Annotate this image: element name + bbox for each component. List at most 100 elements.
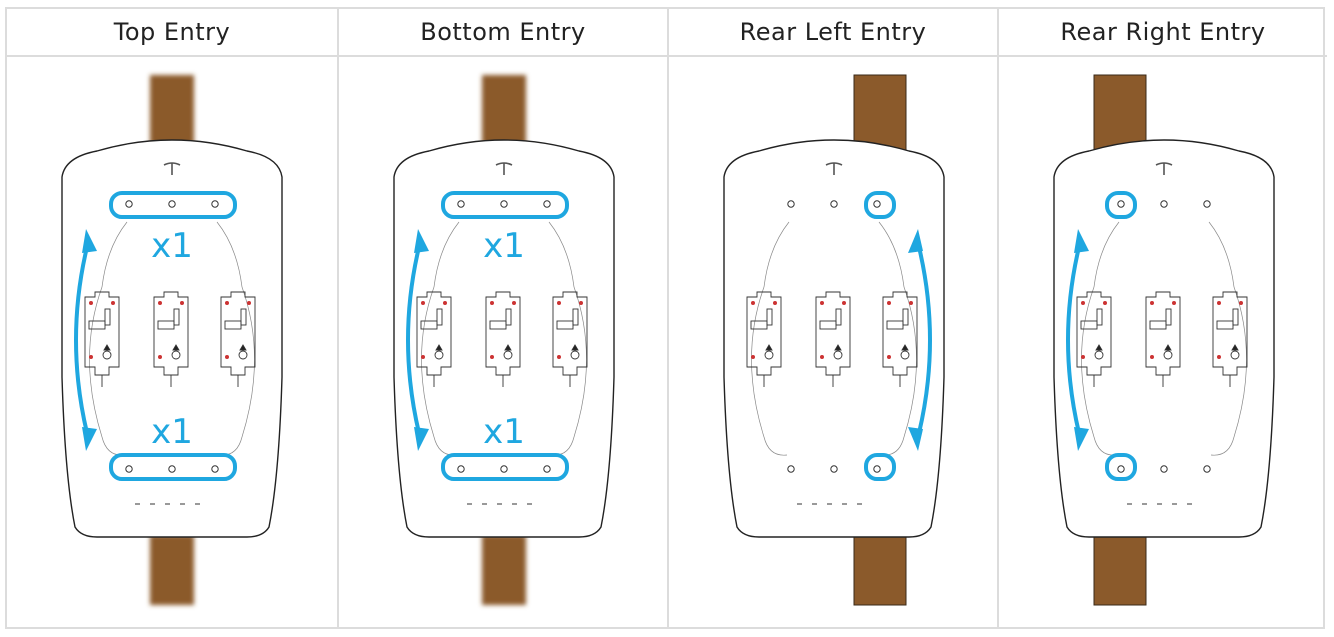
brand-mark xyxy=(527,503,532,505)
guide-line xyxy=(878,221,905,288)
guide-line xyxy=(1208,221,1235,288)
panel-title: Top Entry xyxy=(7,9,337,57)
brand-mark xyxy=(467,503,472,505)
arrowhead-down-icon xyxy=(414,427,429,451)
mounting-hole xyxy=(873,200,881,208)
brand-mark xyxy=(512,503,517,505)
mounting-bracket xyxy=(723,139,945,538)
mounting-hole xyxy=(168,200,176,208)
highlight-bar-bottom xyxy=(109,453,237,481)
swap-arrow-icon xyxy=(406,246,421,434)
guide-line xyxy=(548,221,575,288)
mounting-hole xyxy=(1203,465,1211,473)
mounting-bracket xyxy=(61,139,283,538)
highlight-hole-bottom xyxy=(864,453,896,481)
wiring-module-left xyxy=(416,291,452,387)
mounting-hole xyxy=(1117,200,1125,208)
arrowhead-down-icon xyxy=(82,427,97,451)
arrowhead-up-icon xyxy=(82,229,97,253)
mounting-hole xyxy=(1160,200,1168,208)
highlight-hole-top xyxy=(864,191,896,219)
brand-mark xyxy=(135,503,140,505)
wiring-module-center xyxy=(153,291,189,387)
quantity-label: x1 xyxy=(483,226,525,266)
mounting-hole xyxy=(873,465,881,473)
brand-mark xyxy=(165,503,170,505)
wiring-module-left xyxy=(1076,291,1112,387)
guide-line xyxy=(421,286,435,438)
arrowhead-up-icon xyxy=(908,229,923,253)
rear-left-entry-diagram xyxy=(669,57,997,629)
wiring-module-center xyxy=(815,291,851,387)
highlight-bar-bottom xyxy=(441,453,569,481)
mounting-bracket xyxy=(393,139,615,538)
brand-mark xyxy=(497,503,502,505)
highlight-hole-bottom xyxy=(1105,453,1137,481)
mounting-hole xyxy=(211,465,219,473)
wiring-module-right xyxy=(882,291,918,387)
brand-mark xyxy=(180,503,185,505)
brand-mark xyxy=(797,503,802,505)
highlight-bar-top xyxy=(109,191,237,219)
panel-rear-left-entry: Rear Left Entry xyxy=(667,9,997,627)
guide-line xyxy=(1081,286,1095,438)
panel-rear-right-entry: Rear Right Entry xyxy=(997,9,1327,627)
arrowhead-down-icon xyxy=(908,427,923,451)
tesla-logo-icon xyxy=(1155,162,1173,175)
mounting-hole xyxy=(543,200,551,208)
wiring-module-right xyxy=(220,291,256,387)
mounting-hole xyxy=(211,200,219,208)
brand-mark xyxy=(150,503,155,505)
arrowhead-down-icon xyxy=(1074,427,1089,451)
guide-line xyxy=(433,221,460,288)
tesla-logo-icon xyxy=(163,162,181,175)
highlight-bar-top xyxy=(441,191,569,219)
conduit-bottom xyxy=(853,526,907,606)
arrowhead-up-icon xyxy=(1074,229,1089,253)
highlight-hole-top xyxy=(1105,191,1137,219)
wiring-module-center xyxy=(485,291,521,387)
tesla-logo-icon xyxy=(825,162,843,175)
conduit-bottom xyxy=(1093,526,1147,606)
mounting-hole xyxy=(830,200,838,208)
brand-mark xyxy=(1172,503,1177,505)
panel-title: Bottom Entry xyxy=(339,9,667,57)
brand-mark xyxy=(1127,503,1132,505)
mounting-hole xyxy=(1160,465,1168,473)
mounting-hole xyxy=(168,465,176,473)
brand-mark xyxy=(857,503,862,505)
mounting-hole xyxy=(1203,200,1211,208)
wiring-module-center xyxy=(1145,291,1181,387)
mounting-hole xyxy=(787,465,795,473)
panel-title: Rear Right Entry xyxy=(999,9,1327,57)
mounting-hole xyxy=(125,200,133,208)
guide-line xyxy=(1210,436,1235,456)
swap-arrow-icon xyxy=(917,246,932,434)
conduit-bottom xyxy=(482,535,526,605)
mounting-hole xyxy=(457,200,465,208)
panel-title: Rear Left Entry xyxy=(669,9,997,57)
mounting-hole xyxy=(457,465,465,473)
swap-arrow-icon xyxy=(1066,246,1081,434)
quantity-label: x1 xyxy=(483,412,525,452)
arrowhead-up-icon xyxy=(414,229,429,253)
tesla-logo-icon xyxy=(495,162,513,175)
mounting-hole xyxy=(500,200,508,208)
guide-line xyxy=(101,221,128,288)
mounting-hole xyxy=(787,200,795,208)
brand-mark xyxy=(842,503,847,505)
mounting-hole xyxy=(1117,465,1125,473)
brand-mark xyxy=(482,503,487,505)
wiring-module-left xyxy=(746,291,782,387)
guide-line xyxy=(763,221,790,288)
wiring-module-left xyxy=(84,291,120,387)
rear-right-entry-diagram xyxy=(999,57,1327,629)
wiring-module-right xyxy=(552,291,588,387)
conduit-bottom xyxy=(150,535,194,605)
mounting-hole xyxy=(543,465,551,473)
swap-arrow-icon xyxy=(74,246,89,434)
brand-mark xyxy=(195,503,200,505)
